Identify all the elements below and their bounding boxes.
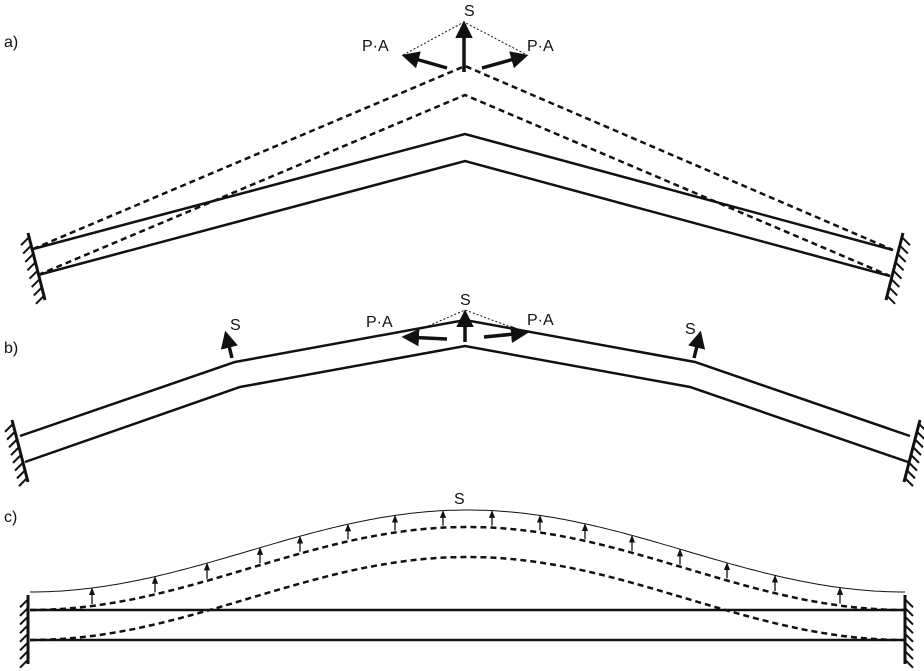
hatch-mark — [896, 253, 907, 263]
wall-line — [884, 232, 905, 301]
hatch-mark — [19, 633, 29, 643]
hatch-mark — [908, 461, 918, 472]
label-s-right: S — [685, 321, 696, 338]
label-pa-left: P·A — [362, 38, 389, 55]
label-s-left: S — [230, 317, 241, 334]
beam-bottom-deformed — [30, 555, 905, 642]
fixed-support-right — [884, 232, 911, 305]
hatch-mark — [19, 624, 29, 634]
arrow-pa-right — [481, 51, 529, 70]
hatch-mark — [894, 261, 905, 272]
beam-bottom — [24, 344, 909, 464]
hatch-mark — [12, 454, 22, 464]
wall-line — [902, 419, 922, 483]
beam-bottom-deformed — [37, 93, 891, 278]
hatch-mark — [16, 469, 26, 480]
hatch-mark — [904, 615, 914, 626]
panel-c-label: c) — [4, 509, 17, 526]
beam-top-undeformed — [32, 132, 894, 252]
hatch-mark — [904, 624, 914, 634]
load-envelope — [30, 509, 905, 593]
arrow-s-right — [688, 330, 706, 359]
hatch-mark — [18, 477, 28, 487]
hatch-mark — [901, 236, 911, 246]
hatch-mark — [19, 641, 29, 652]
fixed-support-left — [19, 595, 30, 669]
hatch-mark — [888, 286, 898, 297]
hatch-mark — [904, 641, 914, 652]
panel-c — [19, 509, 914, 669]
hatch-mark — [904, 650, 914, 660]
fixed-support-right — [903, 595, 914, 669]
label-pa-right: P·A — [527, 312, 554, 329]
hatch-mark — [912, 446, 922, 456]
panel-a-label: a) — [4, 34, 18, 51]
hatch-mark — [899, 244, 909, 255]
hatch-mark — [26, 261, 37, 272]
hatch-mark — [886, 295, 896, 305]
label-s: S — [460, 292, 471, 309]
wall-line — [10, 419, 30, 483]
label-pa-right: P·A — [527, 38, 554, 55]
hatch-mark — [904, 607, 914, 617]
fixed-support-left — [20, 232, 47, 305]
arrow-pa-right — [483, 325, 529, 344]
hatch-mark — [28, 269, 39, 280]
panel-b-label: b) — [4, 340, 18, 357]
hatch-mark — [30, 278, 41, 288]
hatch-mark — [22, 244, 32, 255]
arrow-s-left — [220, 330, 238, 359]
hatch-mark — [914, 438, 924, 449]
hatch-mark — [890, 278, 901, 288]
panel-a — [20, 20, 911, 305]
label-s: S — [464, 3, 475, 20]
hatch-mark — [916, 430, 924, 441]
hatch-mark — [33, 286, 43, 297]
label-pa-left: P·A — [366, 314, 393, 331]
hatch-mark — [19, 598, 29, 609]
hatch-mark — [910, 454, 920, 464]
hatch-mark — [19, 607, 29, 617]
fixed-support-left — [4, 419, 30, 487]
hatch-mark — [19, 658, 29, 669]
hatch-mark — [14, 461, 24, 472]
hatch-mark — [20, 236, 30, 246]
beam-bottom-undeformed — [37, 159, 891, 278]
arrow-pa-left — [401, 328, 448, 347]
panel-b — [4, 309, 924, 487]
hatch-mark — [35, 295, 45, 305]
hatch-mark — [4, 423, 14, 433]
hatch-mark — [906, 469, 916, 480]
wall-line — [26, 232, 47, 301]
hatch-mark — [24, 253, 35, 263]
hatch-mark — [6, 430, 16, 441]
arrow-pa-left — [401, 51, 448, 70]
beam-top-deformed — [30, 525, 905, 612]
hatch-mark — [10, 446, 20, 456]
hatch-mark — [8, 438, 18, 449]
hatch-mark — [19, 650, 29, 660]
hatch-mark — [904, 477, 914, 487]
hatch-mark — [904, 598, 914, 609]
hatch-mark — [19, 615, 29, 626]
label-s: S — [454, 491, 465, 508]
hatch-mark — [918, 423, 924, 431]
hatch-mark — [892, 269, 903, 280]
hatch-mark — [904, 658, 914, 669]
fixed-support-right — [902, 419, 924, 487]
distributed-load-arrows — [88, 510, 844, 604]
hatch-mark — [904, 633, 914, 643]
